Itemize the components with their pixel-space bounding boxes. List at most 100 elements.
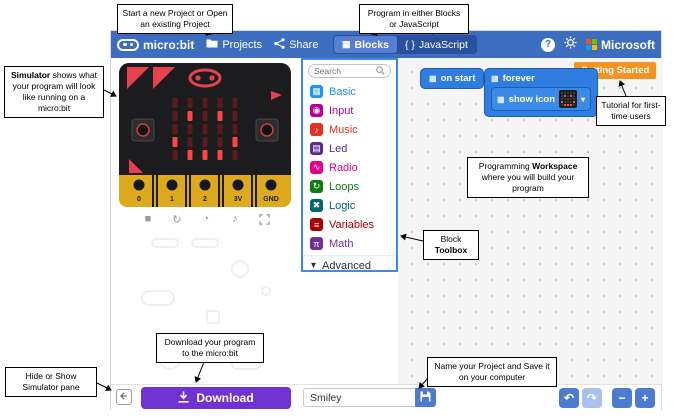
annotation-blocks-js: Program in either Blocks or JavaScript — [359, 4, 469, 35]
toolbox-category-led[interactable]: ▤ Led — [303, 139, 396, 158]
undo-icon: ↶ — [563, 391, 575, 405]
pin-connector[interactable]: 0 1 2 3V GND — [119, 175, 291, 207]
toolbox-category-basic[interactable]: ▦ Basic — [303, 82, 396, 101]
search-input[interactable] — [314, 66, 373, 76]
search-icon — [376, 62, 385, 80]
doodle — [191, 238, 219, 248]
doodle — [151, 238, 179, 248]
annotation-download: Download your program to the micro:bit — [156, 333, 264, 364]
undo-button[interactable]: ↶ — [559, 388, 579, 408]
show-icon-block[interactable]: ▦ show icon ▾ — [491, 87, 592, 111]
header: micro:bit Projects Share ▦ Blocks { } Ja… — [111, 31, 661, 58]
category-label: Input — [329, 104, 354, 117]
toolbox-search[interactable] — [308, 64, 391, 78]
blocks-tab[interactable]: ▦ Blocks — [334, 36, 397, 53]
settings-button[interactable] — [564, 35, 577, 54]
doodle — [206, 310, 220, 324]
project-name-input[interactable] — [303, 388, 415, 407]
doodle — [231, 260, 249, 278]
doodle — [261, 286, 271, 296]
forever-label: forever — [502, 73, 535, 84]
microbit-home-button[interactable]: micro:bit — [117, 38, 194, 52]
forever-block[interactable]: ▦ forever ▦ show icon ▾ — [484, 68, 599, 117]
category-label: Radio — [329, 161, 358, 174]
hide-simulator-button[interactable] — [116, 389, 132, 405]
toolbox-category-radio[interactable]: ∿ Radio — [303, 158, 396, 177]
show-icon-label: show icon — [508, 93, 556, 105]
editor-toggle: ▦ Blocks { } JavaScript — [333, 35, 477, 54]
makecode-app: micro:bit Projects Share ▦ Blocks { } Ja… — [110, 30, 663, 410]
category-label: Music — [329, 123, 358, 136]
annotation-hide-sim: Hide or Show Simulator pane — [5, 367, 97, 398]
chevron-down-icon: ▾ — [311, 260, 317, 271]
gear-icon — [564, 35, 577, 53]
toolbox-category-logic[interactable]: ✖ Logic — [303, 196, 396, 215]
toolbox-category-loops[interactable]: ↻ Loops — [303, 177, 396, 196]
collapse-arrow-icon — [119, 388, 129, 406]
folder-icon — [206, 38, 218, 51]
download-label: Download — [196, 391, 254, 405]
logic-category-icon: ✖ — [310, 199, 323, 212]
javascript-tab[interactable]: { } JavaScript — [397, 36, 476, 53]
category-label: Basic — [329, 85, 356, 98]
microbit-board[interactable]: 0 1 2 3V GND — [119, 63, 291, 207]
save-icon — [420, 389, 431, 407]
save-button[interactable] — [415, 388, 436, 407]
microsoft-logo[interactable]: Microsoft — [586, 38, 655, 52]
braces-icon: { } — [404, 38, 415, 51]
zoom-in-button[interactable]: + — [635, 388, 655, 408]
pin-2-label: 2 — [203, 196, 207, 203]
board-decoration — [127, 67, 282, 173]
download-button[interactable]: Download — [141, 387, 291, 409]
share-icon — [274, 37, 285, 52]
basic-block-icon: ▦ — [497, 94, 505, 104]
stop-icon[interactable]: ■ — [144, 213, 152, 225]
microbit-logo-icon — [117, 38, 139, 51]
restart-icon[interactable]: ↻ — [172, 213, 182, 226]
annotation-save: Name your Project and Save it on your co… — [427, 357, 557, 388]
simulator-controls: ■ ↻ ◔ ♪ — [111, 212, 301, 226]
on-start-block[interactable]: ▦ on start — [420, 68, 485, 89]
redo-button[interactable]: ↷ — [582, 388, 602, 408]
toolbox-advanced[interactable]: ▾ Advanced — [303, 255, 396, 275]
toolbox-category-math[interactable]: π Math — [303, 234, 396, 253]
icon-picker[interactable] — [559, 90, 578, 108]
share-button[interactable]: Share — [274, 37, 318, 52]
annotation-new-project: Start a new Project or Open an existing … — [117, 4, 233, 35]
category-label: Logic — [329, 199, 356, 212]
led-matrix[interactable] — [172, 98, 238, 160]
music-category-icon: ♪ — [310, 123, 323, 136]
fullscreen-icon[interactable] — [257, 212, 271, 226]
microsoft-label: Microsoft — [601, 37, 655, 52]
pin-gnd-label: GND — [263, 196, 279, 203]
help-icon: ? — [544, 39, 552, 50]
category-label: Led — [329, 142, 348, 155]
led-category-icon: ▤ — [310, 142, 323, 155]
javascript-label: JavaScript — [418, 38, 468, 51]
button-b[interactable] — [255, 118, 279, 142]
mute-icon[interactable]: ♪ — [232, 213, 238, 225]
microsoft-squares-icon — [586, 39, 597, 50]
slow-mo-icon[interactable]: ◔ — [202, 213, 210, 225]
zoom-out-button[interactable]: − — [612, 388, 632, 408]
toolbox-category-variables[interactable]: ≡ Variables — [303, 215, 396, 234]
math-category-icon: π — [310, 237, 323, 250]
download-icon — [178, 391, 189, 406]
input-category-icon: ◉ — [310, 104, 323, 117]
doodle — [141, 290, 175, 306]
blocks-label: Blocks — [354, 38, 389, 51]
variables-category-icon: ≡ — [310, 218, 323, 231]
bottom-bar: Download ↶ ↷ − + — [111, 384, 661, 410]
zoom-in-icon: + — [641, 391, 649, 405]
pin-0-label: 0 — [137, 196, 141, 203]
board-logo-icon — [188, 68, 222, 88]
button-a[interactable] — [131, 118, 155, 142]
loops-category-icon: ↻ — [310, 180, 323, 193]
help-button[interactable]: ? — [541, 37, 555, 52]
toolbox-category-input[interactable]: ◉ Input — [303, 101, 396, 120]
pin-1-label: 1 — [170, 196, 174, 203]
projects-button[interactable]: Projects — [206, 38, 262, 51]
block-toolbox: ▦ Basic ◉ Input ♪ Music ▤ Led ∿ Radio ↻ … — [301, 58, 398, 272]
toolbox-category-music[interactable]: ♪ Music — [303, 120, 396, 139]
